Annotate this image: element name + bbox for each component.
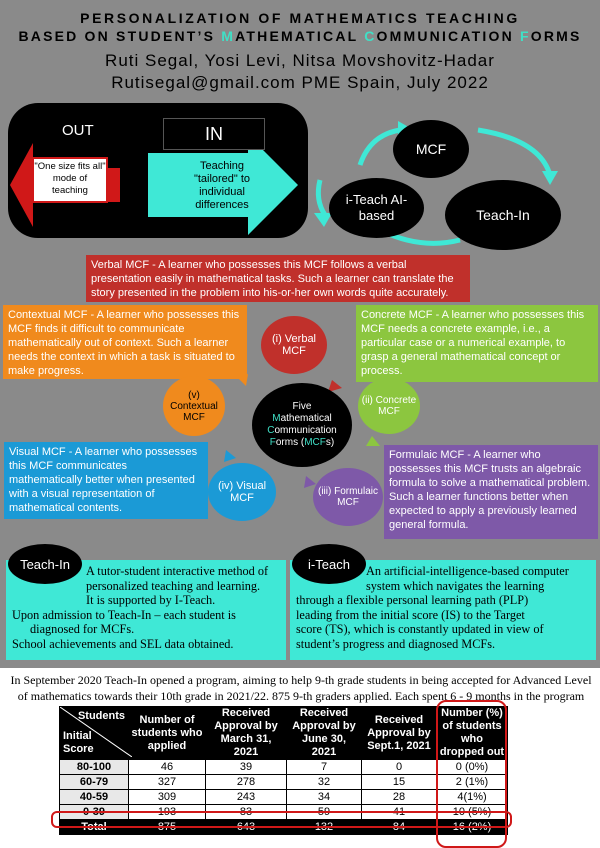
corner-initial-score-label: Initial Score [63, 730, 94, 755]
visual-mcf-description: Visual MCF - A learner who possesses thi… [4, 442, 208, 519]
program-description: In September 2020 Teach-In opened a prog… [10, 673, 592, 703]
iteach-description: An artificial-intelligence-based compute… [290, 560, 596, 660]
contextual-mcf-description: Contextual MCF - A learner who possesses… [3, 305, 247, 379]
table-corner-header: Students Initial Score [59, 706, 132, 760]
cycle-mcf-node: MCF [393, 120, 469, 178]
cell-applied: 46 [128, 759, 206, 775]
poster-title-line1: PERSONALIZATION OF MATHEMATICS TEACHING [80, 10, 520, 26]
col-header-june: Received Approval by June 30, 2021 [286, 706, 362, 760]
verbal-mcf-node: (i) Verbal MCF [261, 316, 327, 374]
cell-applied: 309 [128, 789, 206, 805]
col-header-applied: Number of students who applied [128, 706, 206, 760]
table-header-row: Students Initial Score Number of student… [59, 706, 508, 760]
in-description: Teaching "tailored" to individual differ… [193, 160, 251, 211]
concrete-mcf-node: (ii) Concrete MCF [358, 378, 420, 434]
cycle-iteach-node: i-Teach AI-based [329, 178, 424, 238]
col-header-march: Received Approval by March 31, 2021 [205, 706, 287, 760]
cell-march: 39 [205, 759, 287, 775]
out-description: "One size fits all" mode of teaching [32, 157, 108, 203]
contact-line: Rutisegal@gmail.com PME Spain, July 2022 [111, 73, 489, 92]
out-label: OUT [62, 122, 94, 139]
teachin-description: A tutor-student interactive method of pe… [6, 560, 286, 660]
cell-march: 278 [205, 774, 287, 790]
col-header-sept: Received Approval by Sept.1, 2021 [361, 706, 437, 760]
formulaic-mcf-description: Formulaic MCF - A learner who possesses … [384, 445, 598, 539]
contextual-mcf-node: (v) Contextual MCF [163, 376, 225, 436]
row-highlight-0-39 [51, 811, 512, 828]
five-mcf-center-node: Five Mathematical Communication Forms (M… [252, 383, 352, 467]
corner-students-label: Students [77, 710, 125, 722]
mcf-cycle-arrows [224, 374, 380, 488]
cell-sept: 28 [361, 789, 437, 805]
diagonal-divider [60, 707, 132, 757]
col-header-dropped: Number (%) of students who dropped out [436, 706, 508, 760]
cell-sept: 0 [361, 759, 437, 775]
concrete-mcf-description: Concrete MCF - A learner who possesses t… [356, 305, 598, 382]
in-label: IN [163, 118, 265, 150]
cell-sept: 15 [361, 774, 437, 790]
verbal-mcf-description: Verbal MCF - A learner who possesses thi… [86, 255, 470, 302]
cell-march: 243 [205, 789, 287, 805]
in-arrow-icon [148, 135, 298, 235]
formulaic-mcf-node: (iii) Formulaic MCF [313, 468, 383, 526]
cell-applied: 327 [128, 774, 206, 790]
table-row: 60-79 327 278 32 15 2 (1%) [59, 774, 508, 790]
cycle-teachin-node: Teach-In [445, 180, 561, 250]
row-score: 80-100 [59, 759, 129, 775]
cell-june: 34 [286, 789, 362, 805]
teachin-tag: Teach-In [8, 544, 82, 584]
column-highlight-dropped [436, 700, 507, 848]
cell-june: 32 [286, 774, 362, 790]
authors: Ruti Segal, Yosi Levi, Nitsa Movshovitz-… [105, 51, 495, 70]
visual-mcf-node: (iv) Visual MCF [208, 463, 276, 521]
iteach-tag: i-Teach [292, 544, 366, 584]
row-score: 40-59 [59, 789, 129, 805]
cell-june: 7 [286, 759, 362, 775]
row-score: 60-79 [59, 774, 129, 790]
poster-title-line2: BASED ON STUDENT’S MATHEMATICAL COMMUNIC… [18, 28, 582, 44]
